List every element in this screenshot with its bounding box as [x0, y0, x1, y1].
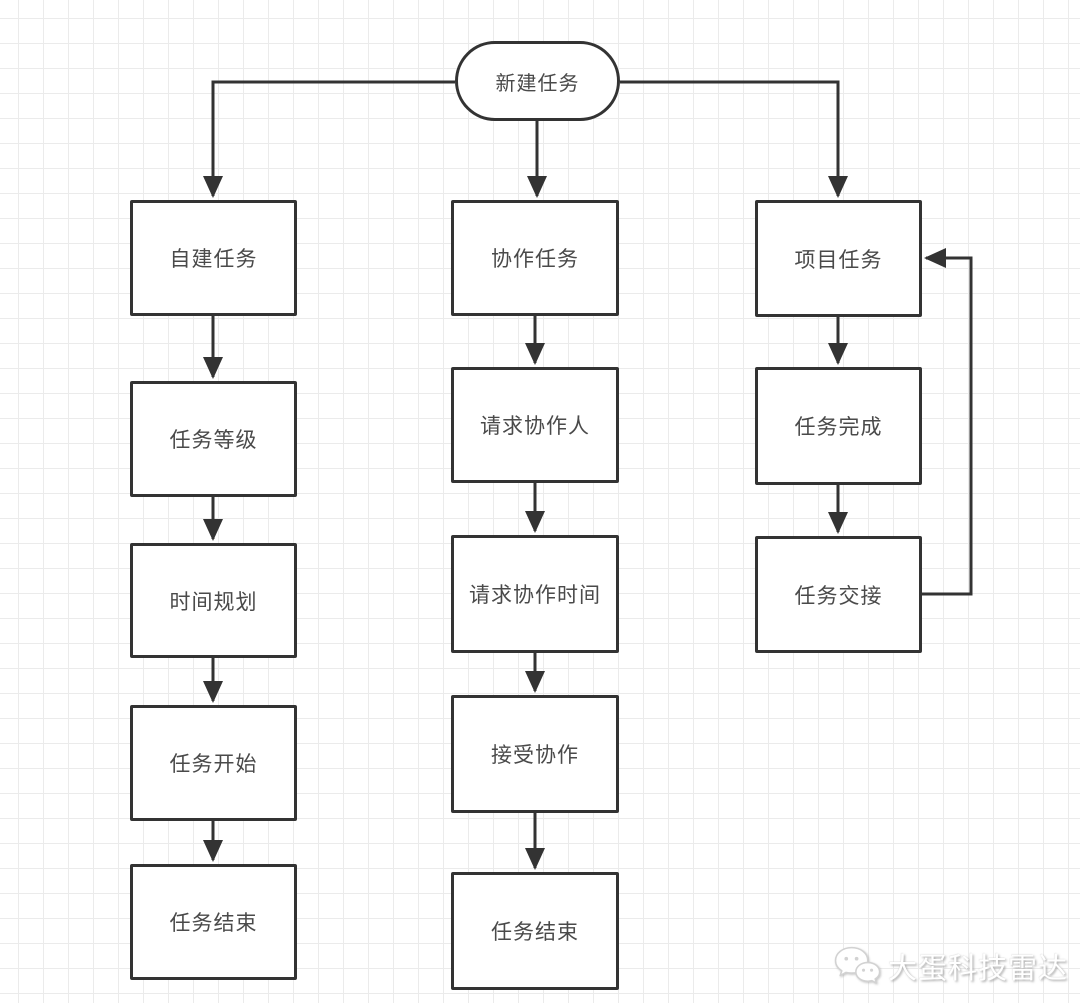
node-label: 项目任务: [794, 248, 883, 272]
edge-start-to-self-task: [203, 80, 455, 198]
node-label: 请求协作时间: [469, 584, 601, 607]
node-task-start: 任务开始: [130, 705, 297, 821]
node-new-task: 新建任务: [455, 41, 620, 121]
node-collab-task: 协作任务: [451, 200, 619, 316]
node-time-planning: 时间规划: [130, 543, 297, 658]
node-label: 自建任务: [169, 248, 258, 271]
node-project-task: 项目任务: [755, 200, 922, 317]
node-request-collaborator: 请求协作人: [451, 367, 619, 483]
edge-start-to-project-task: [620, 80, 848, 198]
node-label: 任务开始: [169, 753, 258, 776]
node-label: 接受协作: [491, 744, 579, 767]
node-task-level: 任务等级: [130, 381, 297, 497]
node-label: 新建任务: [495, 72, 580, 95]
node-task-end-collab: 任务结束: [451, 872, 619, 990]
node-label: 任务结束: [491, 921, 579, 944]
node-label: 任务完成: [794, 416, 883, 439]
node-task-end-self: 任务结束: [130, 864, 297, 980]
watermark-text: 大蛋科技雷达: [887, 953, 1068, 985]
node-label: 协作任务: [491, 248, 579, 271]
node-accept-collab: 接受协作: [451, 695, 619, 813]
node-label: 任务结束: [169, 912, 258, 935]
edge-handover-loop-back: [922, 248, 973, 596]
wechat-logo-icon: [834, 946, 880, 984]
node-label: 请求协作人: [480, 415, 590, 438]
watermark: 大蛋科技雷达: [834, 945, 1068, 987]
node-label: 时间规划: [169, 590, 258, 614]
node-request-collab-time: 请求协作时间: [451, 535, 619, 653]
node-label: 任务等级: [169, 429, 258, 452]
node-self-task: 自建任务: [130, 200, 297, 316]
node-label: 任务交接: [794, 584, 883, 608]
node-task-handover: 任务交接: [755, 536, 922, 653]
node-task-complete: 任务完成: [755, 367, 922, 485]
